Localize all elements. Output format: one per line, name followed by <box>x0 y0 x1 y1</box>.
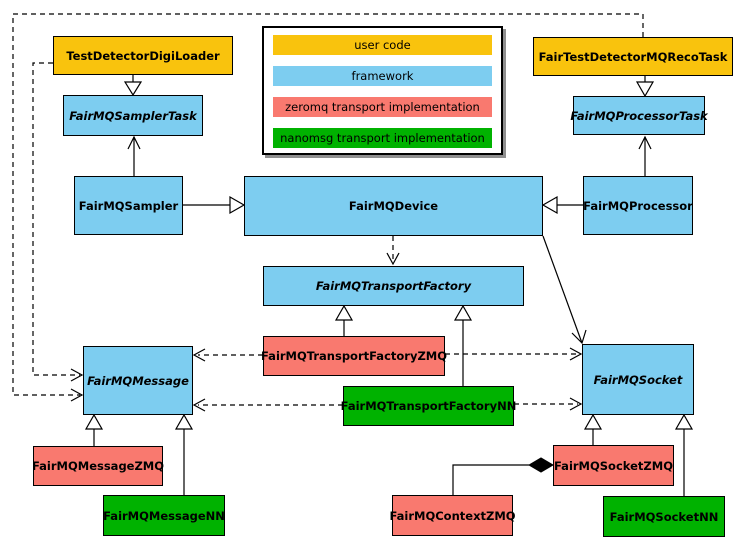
node-fairmq-message-zmq: FairMQMessageZMQ <box>31 446 165 486</box>
node-label: FairMQMessageNN <box>103 508 225 523</box>
edge-contextzmq-socketzmq-composition <box>452 457 554 495</box>
edge-transportfactorynn-transportfactory-inheritance <box>453 304 473 386</box>
edge-digiloader-samplertask-inheritance <box>123 75 143 97</box>
edge-device-socket-arrow <box>542 235 587 345</box>
node-fairmq-transport-factory: FairMQTransportFactory <box>263 266 524 306</box>
legend-label: user code <box>354 38 411 52</box>
legend-label: framework <box>351 69 414 83</box>
node-fairmq-socket: FairMQSocket <box>582 344 694 415</box>
edge-digiloader-message-dashed <box>32 62 84 382</box>
legend-label: zeromq transport implementation <box>285 100 480 114</box>
node-fairmq-socket-zmq: FairMQSocketZMQ <box>553 445 674 486</box>
edge-device-transportfactory-dashed <box>386 236 400 266</box>
edge-processor-processortask-arrow <box>638 135 652 176</box>
node-label: FairMQSampler <box>78 198 179 213</box>
edge-recotask-message-dashed <box>12 13 644 402</box>
node-label: FairMQTransportFactoryNN <box>340 399 517 413</box>
node-fairmq-device: FairMQDevice <box>244 176 543 236</box>
edge-transportfactoryzmq-socket-dashed <box>445 347 583 361</box>
edge-transportfactoryzmq-transportfactory-inheritance <box>334 304 354 336</box>
node-label: FairMQSocketNN <box>609 509 719 524</box>
edge-transportfactorynn-socket-dashed <box>514 397 583 411</box>
node-label: FairMQContextZMQ <box>389 508 516 523</box>
node-fairmq-socket-nn: FairMQSocketNN <box>603 496 725 537</box>
node-label: FairTestDetectorMQRecoTask <box>538 49 728 64</box>
edge-socketzmq-socket-inheritance <box>583 413 603 445</box>
node-fairmq-transport-factory-zmq: FairMQTransportFactoryZMQ <box>261 336 448 376</box>
node-label: FairMQDevice <box>348 199 439 213</box>
node-fairmq-transport-factory-nn: FairMQTransportFactoryNN <box>340 386 517 426</box>
edge-sampler-samplertask-arrow <box>127 135 141 176</box>
node-fairmq-sampler-task: FairMQSamplerTask <box>63 95 203 136</box>
edge-processor-device-inheritance <box>541 195 583 215</box>
edge-messagezmq-message-inheritance <box>84 413 104 446</box>
node-test-detector-digi-loader: TestDetectorDigiLoader <box>53 36 233 75</box>
node-fairmq-context-zmq: FairMQContextZMQ <box>389 495 516 536</box>
legend: user code framework zeromq transport imp… <box>262 26 503 155</box>
node-label: FairMQTransportFactory <box>315 279 472 293</box>
node-label: FairMQSocketZMQ <box>554 458 673 473</box>
node-label: FairMQTransportFactoryZMQ <box>261 349 448 363</box>
node-fairmq-message-nn: FairMQMessageNN <box>103 495 225 536</box>
edge-messagenn-message-inheritance <box>174 413 194 495</box>
node-label: FairMQSamplerTask <box>69 108 197 123</box>
edge-transportfactorynn-message-dashed <box>192 398 343 412</box>
node-fair-test-detector-mq-reco-task: FairTestDetectorMQRecoTask <box>533 37 733 76</box>
legend-item-framework: framework <box>273 66 492 86</box>
node-label: FairMQProcessorTask <box>570 108 708 123</box>
node-label: FairMQMessage <box>87 373 189 388</box>
edge-socketnn-socket-inheritance <box>674 413 694 496</box>
legend-item-nanomsg: nanomsg transport implementation <box>273 128 492 148</box>
node-fairmq-processor: FairMQProcessor <box>583 176 693 235</box>
edge-transportfactoryzmq-message-dashed <box>192 348 263 362</box>
node-label: TestDetectorDigiLoader <box>66 48 220 63</box>
node-fairmq-message: FairMQMessage <box>83 346 193 415</box>
node-label: FairMQProcessor <box>583 198 693 213</box>
node-fairmq-processor-task: FairMQProcessorTask <box>570 96 708 135</box>
node-fairmq-sampler: FairMQSampler <box>74 176 183 235</box>
edge-recotask-processortask-inheritance <box>635 76 655 98</box>
legend-item-zeromq: zeromq transport implementation <box>273 97 492 117</box>
edge-sampler-device-inheritance <box>183 195 246 215</box>
legend-label: nanomsg transport implementation <box>280 131 485 145</box>
legend-item-user-code: user code <box>273 35 492 55</box>
node-label: FairMQSocket <box>593 372 683 387</box>
node-label: FairMQMessageZMQ <box>31 459 165 473</box>
